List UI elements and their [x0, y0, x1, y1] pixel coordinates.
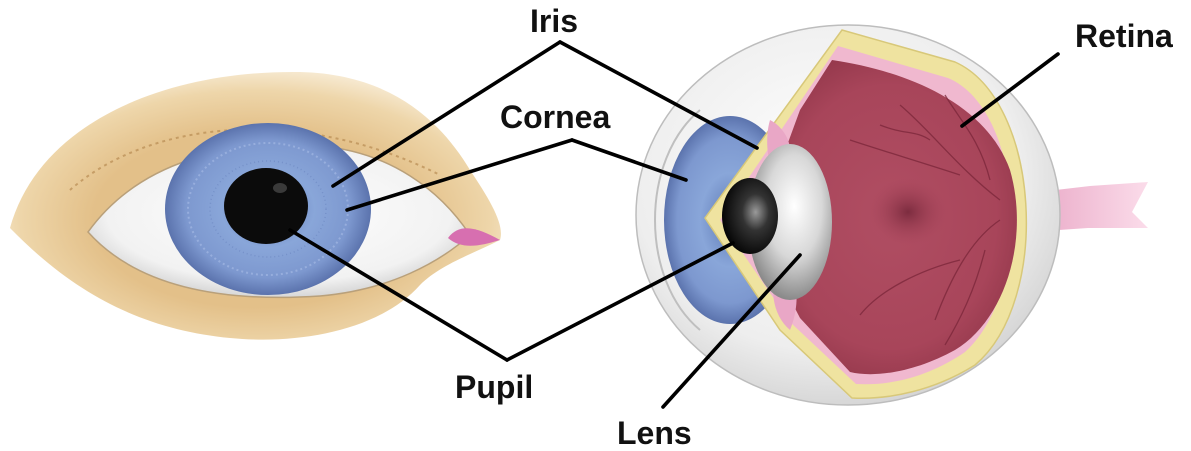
front-eye — [10, 72, 501, 340]
eye-cross-section — [636, 25, 1148, 405]
label-iris: Iris — [530, 3, 578, 39]
macula — [868, 178, 948, 246]
pupil-highlight — [273, 183, 287, 193]
label-lens: Lens — [617, 415, 692, 451]
label-pupil: Pupil — [455, 369, 533, 405]
label-retina: Retina — [1075, 18, 1173, 54]
label-cornea: Cornea — [500, 99, 610, 135]
